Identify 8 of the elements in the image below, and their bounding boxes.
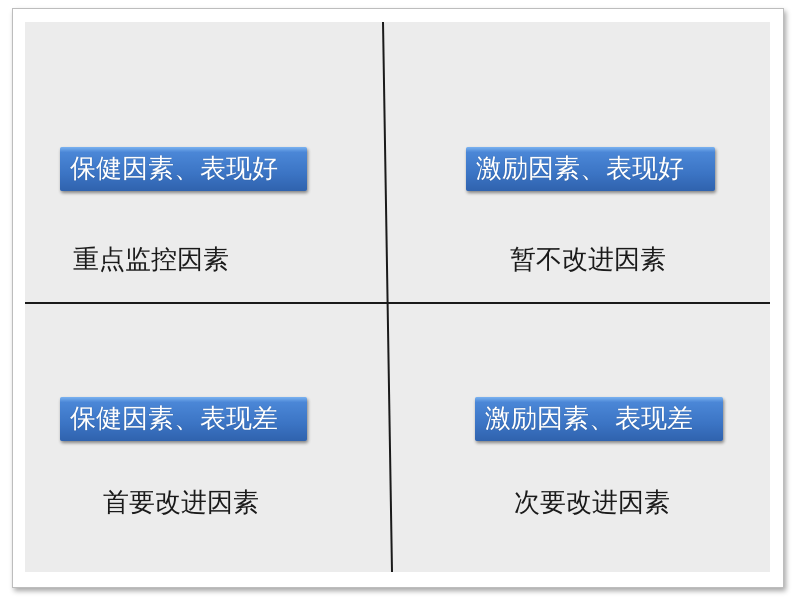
quadrant-caption: 首要改进因素: [103, 487, 259, 519]
factor-box: 激励因素、表现好: [466, 147, 715, 191]
quadrant-caption: 重点监控因素: [73, 244, 229, 276]
factor-box: 保健因素、表现好: [60, 147, 307, 191]
factor-box: 激励因素、表现差: [475, 397, 723, 441]
quadrant-caption: 次要改进因素: [514, 487, 670, 519]
factor-box: 保健因素、表现差: [60, 397, 307, 441]
quadrant-caption: 暂不改进因素: [510, 244, 666, 276]
